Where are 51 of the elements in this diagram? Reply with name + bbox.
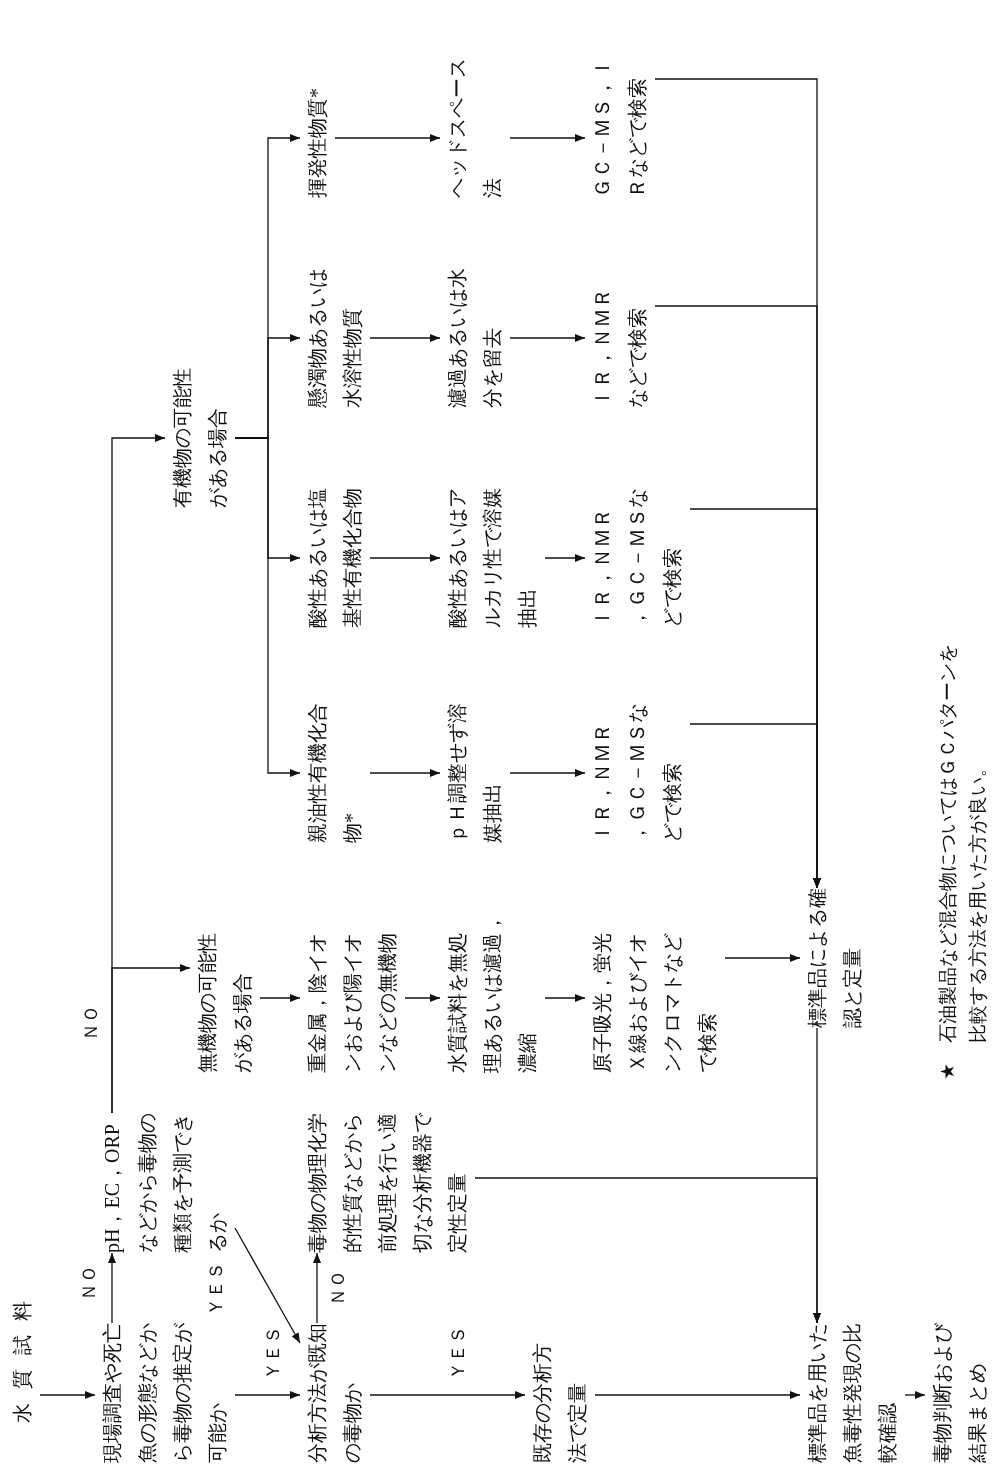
arrow	[234, 1391, 301, 1399]
step-text: 標準品による確認と定量	[800, 888, 870, 1028]
question-text: 分析方法が既知の毒物か	[300, 1323, 370, 1463]
step-text: 懸濁物あるいは水溶性物質	[300, 268, 370, 408]
step-text: ＧＣ－ＭＳ，ＩＲなどで検索	[585, 58, 655, 198]
arrow	[404, 994, 441, 1002]
arrow	[369, 1391, 526, 1399]
step-text: 揮発性物質*	[300, 88, 335, 198]
case-text: 有機物の可能性がある場合	[165, 368, 235, 508]
arrow	[111, 434, 166, 1114]
arrow	[259, 994, 301, 1002]
arrow	[369, 334, 441, 342]
arrow	[313, 1252, 321, 1324]
step-text: ヘッドスペース法	[440, 58, 510, 198]
step-text: 原子吸光，蛍光Ｘ線およびイオンクロマトなどで検索	[585, 933, 725, 1073]
arrow	[108, 1252, 116, 1324]
arrow	[509, 769, 586, 777]
arrow	[594, 1391, 801, 1399]
arrow	[234, 1227, 301, 1344]
question-text: pH，EC，ORPなどから毒物の種類を予測できるか	[95, 1113, 235, 1253]
footnote-text: 石油製品など混合物についてはＧＣパターンを比較する方法を用いた方が良い。	[936, 644, 989, 1043]
case-text: 無機物の可能性がある場合	[190, 933, 260, 1073]
arrow	[369, 554, 441, 562]
question-text: 現場調査や死亡魚の形態などから毒物の推定が可能か	[95, 1323, 235, 1463]
arrow	[724, 954, 801, 962]
arrow	[509, 334, 586, 342]
arrow	[544, 994, 586, 1002]
star-marker: ★	[936, 1063, 959, 1080]
step-text: 毒物の物理化学的性質などから前処理を行い適切な分析機器で定性定量	[300, 1113, 475, 1253]
step-text: 重金属，陰イオンおよび陽イオンなどの無機物	[300, 933, 405, 1073]
step-text: 既存の分析方法で定量	[525, 1343, 595, 1463]
step-text: 標準品を用いた魚毒性発現の比較確認	[800, 1323, 905, 1463]
step-text: 酸性あるいは塩基性有機化合物	[300, 488, 370, 628]
step-text: ＩＲ，ＮＭＲ，ＧＣ－ＭＳなどで検索	[585, 703, 690, 843]
arrow	[654, 78, 821, 889]
step-text: 濾過あるいは水分を留去	[440, 268, 510, 408]
step-text: ＩＲ，ＮＭＲなどで検索	[585, 288, 655, 408]
arrow	[39, 1391, 96, 1399]
arrow	[234, 134, 301, 439]
step-text: 水質試料を無処理あるいは濾過，濃縮	[440, 913, 545, 1073]
arrow	[544, 554, 586, 562]
arrow	[334, 134, 441, 142]
arrow	[369, 769, 441, 777]
start-text: 水質試料	[5, 1287, 40, 1423]
arrow	[904, 1391, 926, 1399]
step-text: ＩＲ，ＮＭＲ，ＧＣ－ＭＳなどで検索	[585, 488, 690, 628]
step-text: ｐＨ調整せず溶媒抽出	[440, 703, 510, 843]
step-text: 毒物判断および結果まとめ	[925, 1323, 995, 1463]
arrow	[813, 1027, 821, 1324]
arrow	[509, 134, 586, 142]
step-text: 親油性有機化合物*	[300, 703, 370, 843]
